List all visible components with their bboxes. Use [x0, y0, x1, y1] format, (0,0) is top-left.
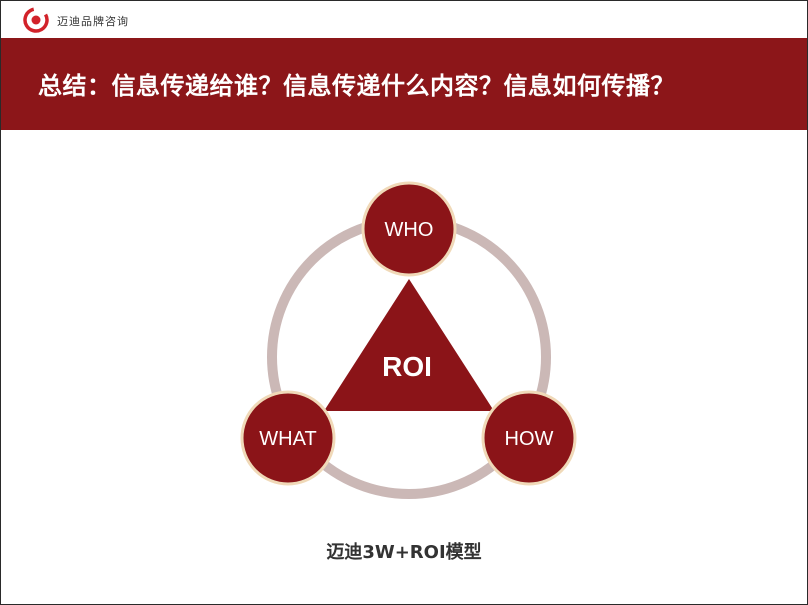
- roi-triangle: [324, 279, 494, 411]
- node-how: HOW: [481, 390, 577, 486]
- title-banner: [1, 38, 807, 130]
- node-what: WHAT: [240, 390, 336, 486]
- page-title: 总结：信息传递给谁？信息传递什么内容？信息如何传播？: [38, 72, 675, 100]
- node-how-label: HOW: [505, 428, 554, 450]
- node-who: WHO: [361, 181, 457, 277]
- roi-label: ROI: [382, 351, 432, 382]
- swirl-logo-icon: [23, 7, 49, 33]
- node-who-label: WHO: [385, 219, 434, 241]
- node-what-label: WHAT: [259, 428, 316, 450]
- top-header: 迈迪品牌咨询: [1, 1, 807, 39]
- brand-name: 迈迪品牌咨询: [57, 15, 129, 28]
- diagram-caption: 迈迪3W+ROI模型: [326, 542, 482, 563]
